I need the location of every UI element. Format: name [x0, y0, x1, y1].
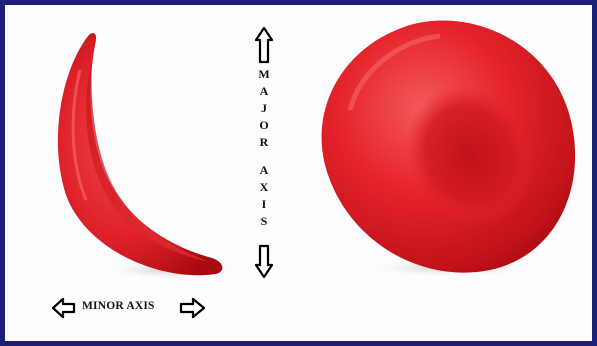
axis-letter: X	[257, 179, 271, 196]
arrow-down-icon	[256, 246, 272, 277]
minor-axis-label: MINOR AXIS	[82, 300, 155, 312]
axis-letter: S	[257, 213, 271, 230]
major-letter: O	[257, 117, 271, 134]
major-letter: J	[257, 100, 271, 117]
major-letter: R	[257, 134, 271, 151]
major-letter: A	[257, 83, 271, 100]
arrow-left-icon	[53, 299, 74, 317]
major-axis-label: M A J O R A X I S	[257, 66, 271, 230]
normal-red-blood-cell	[322, 21, 576, 278]
arrow-up-icon	[256, 28, 272, 62]
arrow-right-icon	[181, 299, 204, 317]
axis-letter: I	[257, 196, 271, 213]
major-letter: M	[257, 66, 271, 83]
sickle-cell	[58, 33, 240, 280]
axis-letter: A	[257, 162, 271, 179]
